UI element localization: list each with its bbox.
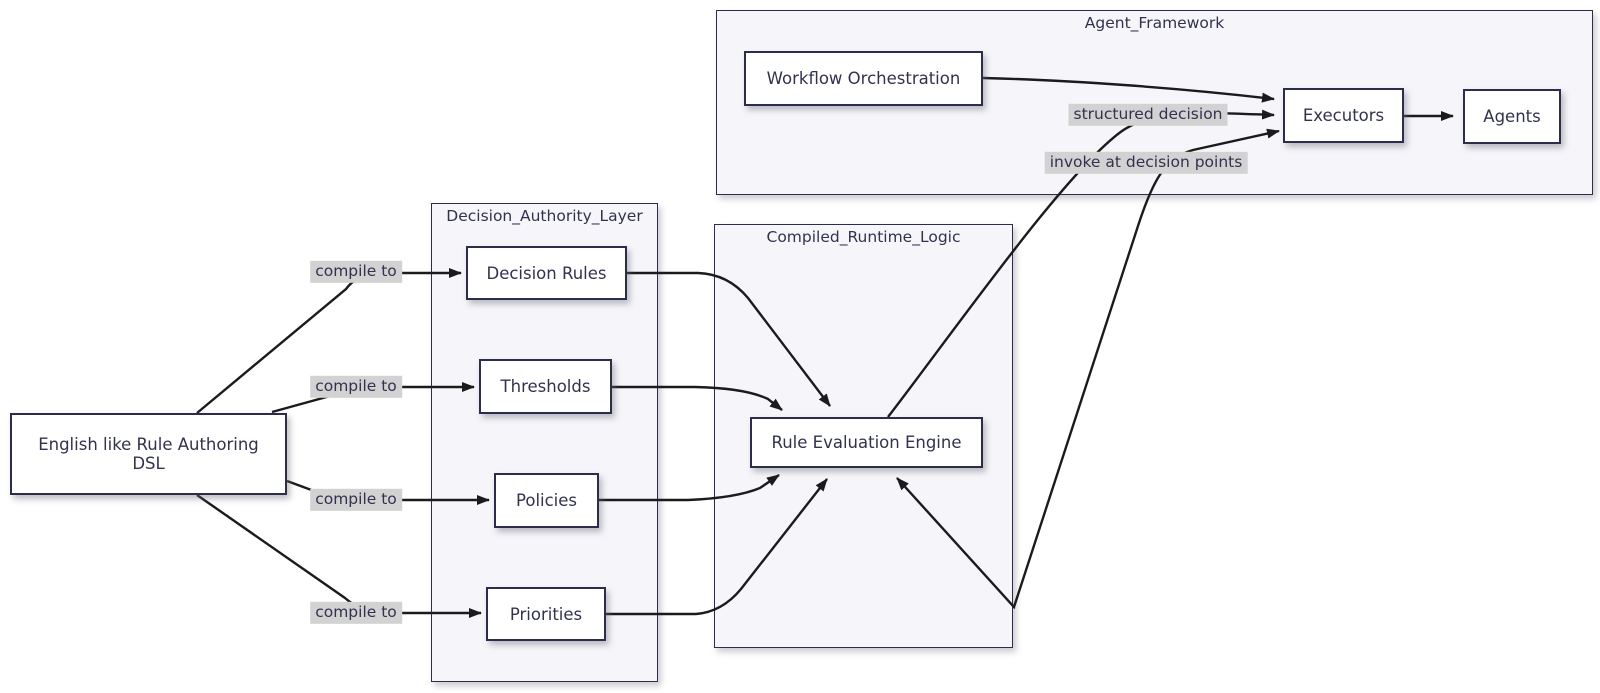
node-english-like-rule-authoring-dsl: English like Rule Authoring DSL xyxy=(10,413,287,495)
edge-label-compile-to-2: compile to xyxy=(310,375,402,399)
node-label: Priorities xyxy=(509,604,583,624)
edge-label-compile-to-3: compile to xyxy=(310,488,402,512)
node-decision-rules: Decision Rules xyxy=(466,246,627,300)
node-label-line2: DSL xyxy=(132,454,165,473)
subgraph-title-agent-framework: Agent_Framework xyxy=(1084,14,1225,32)
node-label: Workflow Orchestration xyxy=(766,69,961,88)
node-label: Thresholds xyxy=(500,377,591,396)
subgraph-title-compiled-runtime-logic: Compiled_Runtime_Logic xyxy=(766,228,961,246)
node-label: Agents xyxy=(1483,107,1541,126)
node-executors: Executors xyxy=(1283,88,1404,143)
node-agents: Agents xyxy=(1463,89,1561,144)
edge-label-compile-to-4: compile to xyxy=(310,601,402,625)
node-thresholds: Thresholds xyxy=(479,359,612,414)
node-label: Decision Rules xyxy=(486,263,607,283)
node-label: Policies xyxy=(515,491,578,510)
edge-label-structured-decision: structured decision xyxy=(1068,103,1228,127)
node-rule-evaluation-engine: Rule Evaluation Engine xyxy=(750,417,983,468)
edge-label-compile-to-1: compile to xyxy=(310,260,402,284)
node-label-line1: English like Rule Authoring xyxy=(38,435,259,454)
node-policies: Policies xyxy=(494,473,599,528)
node-workflow-orchestration: Workflow Orchestration xyxy=(744,51,983,106)
node-priorities: Priorities xyxy=(486,587,606,641)
node-label: Executors xyxy=(1302,106,1385,125)
edge-label-invoke-at-decision-points: invoke at decision points xyxy=(1044,151,1248,175)
subgraph-title-decision-authority-layer: Decision_Authority_Layer xyxy=(446,207,643,225)
node-label: Rule Evaluation Engine xyxy=(771,433,962,452)
